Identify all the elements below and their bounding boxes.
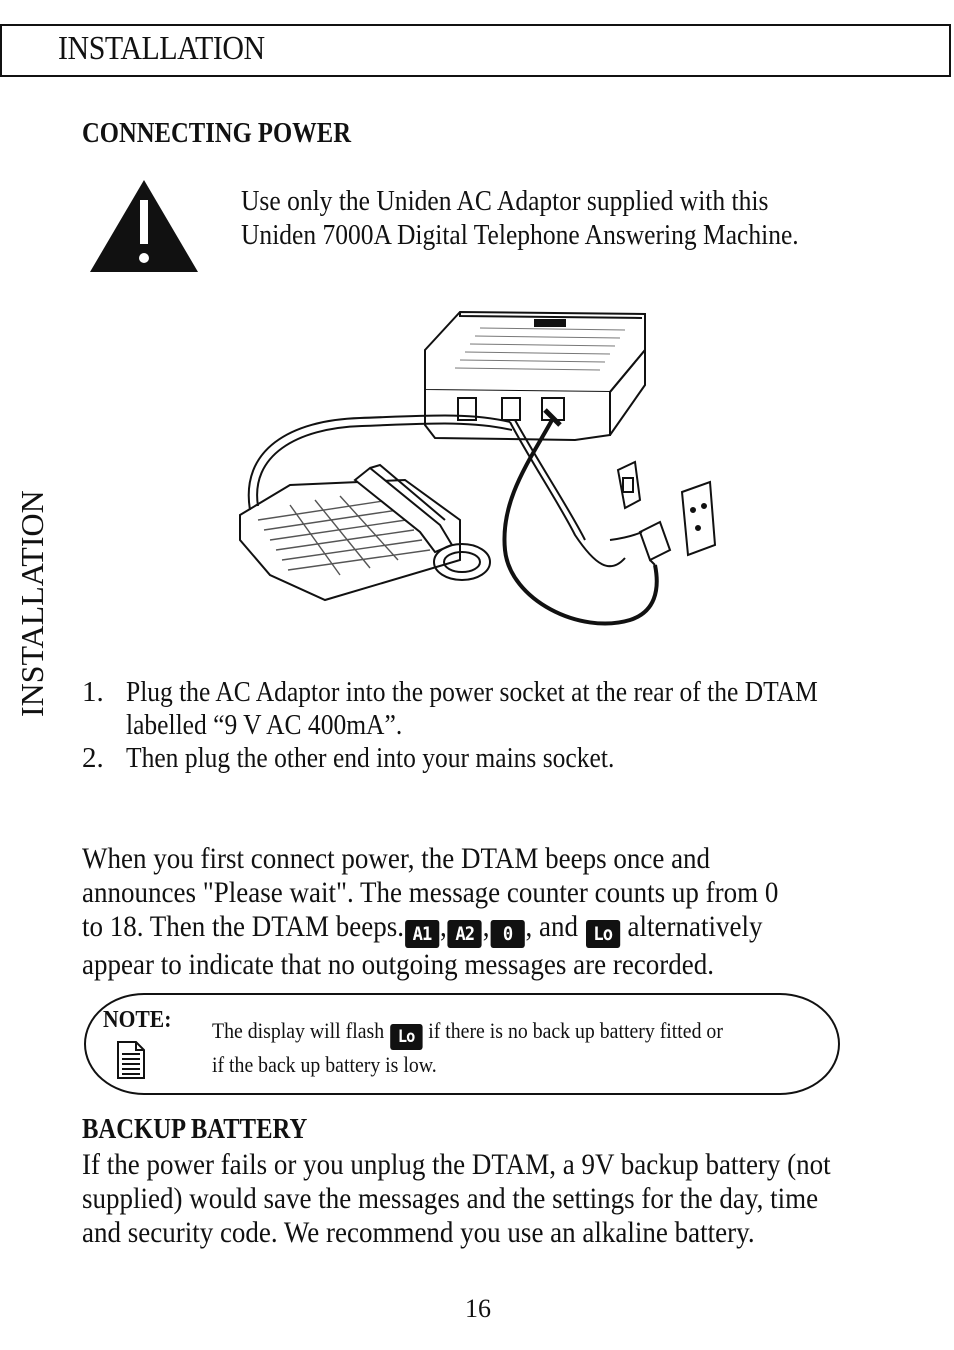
warning-line-1: Use only the Uniden AC Adaptor supplied …	[241, 185, 769, 217]
note-line: if the back up battery is low.	[212, 1052, 437, 1077]
step-text-line: Plug the AC Adaptor into the power socke…	[126, 676, 818, 708]
note-text: The display will flash Lo if there is no…	[212, 1016, 780, 1080]
paragraph-line: announces "Please wait". The message cou…	[82, 876, 779, 909]
adaptor-warning: Use only the Uniden AC Adaptor supplied …	[241, 184, 804, 252]
note-box	[84, 993, 840, 1095]
connecting-power-heading: CONNECTING POWER	[82, 118, 352, 149]
page-number: 16	[465, 1294, 491, 1323]
step-item: 2. Then plug the other end into your mai…	[82, 742, 912, 775]
dtam-phone-adaptor-illustration	[239, 310, 717, 626]
display-lo-icon: Lo	[585, 920, 620, 948]
note-text-part: The display will flash	[212, 1018, 385, 1043]
display-a1-icon: A1	[404, 920, 440, 948]
side-tab-label: INSTALLATION	[14, 490, 50, 717]
note-text-part: if there is no back up battery fitted or	[428, 1018, 723, 1043]
display-lo-icon: Lo	[389, 1024, 423, 1050]
separator: ,	[482, 910, 490, 943]
step-number: 2.	[82, 742, 104, 774]
paragraph-line: When you first connect power, the DTAM b…	[82, 842, 711, 875]
display-a2-icon: A2	[447, 920, 482, 948]
separator: ,	[440, 910, 447, 943]
step-text-line: Then plug the other end into your mains …	[126, 742, 615, 774]
power-up-paragraph: When you first connect power, the DTAM b…	[82, 842, 954, 982]
paragraph-line: supplied) would save the messages and th…	[82, 1182, 819, 1215]
step-item: 1. Plug the AC Adaptor into the power so…	[82, 676, 912, 742]
page-title: INSTALLATION	[58, 30, 265, 67]
paragraph-text: alternatively	[627, 910, 763, 943]
note-line: The display will flash Lo if there is no…	[212, 1016, 723, 1050]
warning-line-2: Uniden 7000A Digital Telephone Answering…	[241, 219, 799, 251]
paragraph-line: and security code. We recommend you use …	[82, 1216, 755, 1249]
note-label: NOTE:	[103, 1007, 172, 1033]
header-box	[0, 24, 951, 77]
note-document-icon	[117, 1041, 145, 1079]
step-number: 1.	[82, 676, 104, 708]
paragraph-line: If the power fails or you unplug the DTA…	[82, 1148, 831, 1181]
warning-triangle-icon	[90, 180, 198, 272]
paragraph-text: to 18. Then the DTAM beeps.	[82, 910, 405, 943]
paragraph-line-with-display-icons: to 18. Then the DTAM beeps.A1,A2,0, and …	[82, 910, 874, 948]
display-zero-icon: 0	[490, 920, 525, 948]
step-text-line: labelled “9 V AC 400mA”.	[126, 709, 403, 741]
connection-steps: 1. Plug the AC Adaptor into the power so…	[82, 676, 912, 775]
paragraph-line: appear to indicate that no outgoing mess…	[82, 948, 715, 981]
backup-battery-heading: BACKUP BATTERY	[82, 1114, 308, 1145]
separator: , and	[525, 910, 579, 943]
backup-battery-paragraph: If the power fails or you unplug the DTA…	[82, 1148, 954, 1250]
